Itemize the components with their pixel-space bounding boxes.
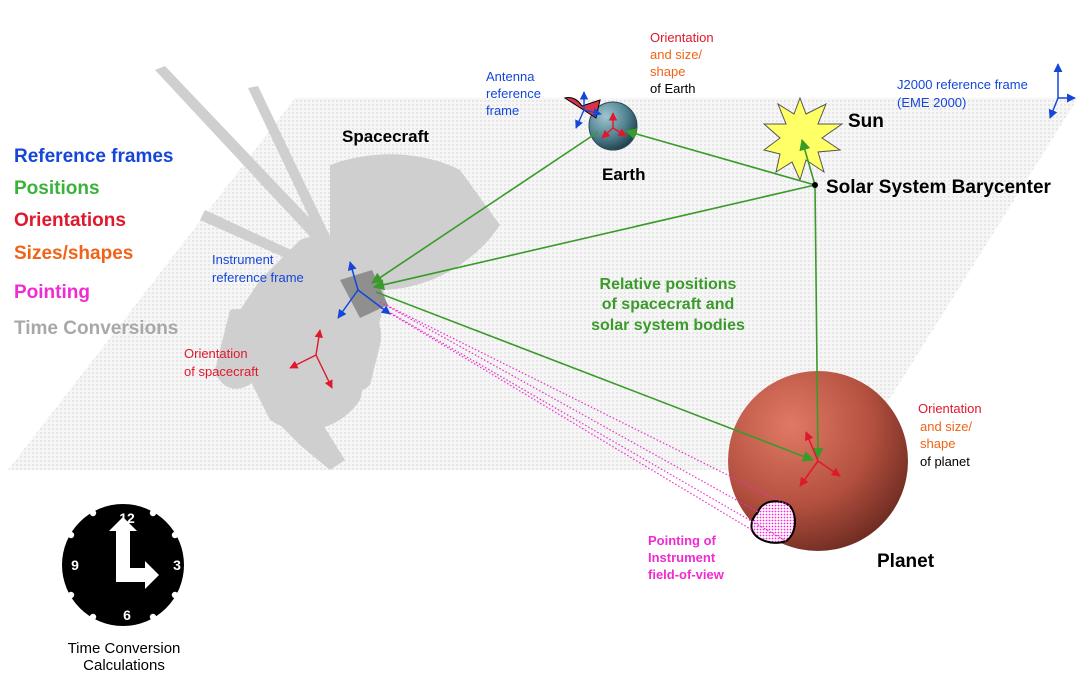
vec-spacecraft-planet	[375, 291, 815, 462]
svg-text:reference frame: reference frame	[212, 270, 304, 285]
position-vectors	[371, 128, 824, 462]
svg-text:Instrument: Instrument	[648, 550, 716, 565]
legend-sizes-shapes: Sizes/shapes	[14, 243, 133, 264]
vec-barycenter-planet	[812, 184, 824, 460]
time-caption: Time Conversion Calculations	[68, 640, 181, 674]
pointing-lines	[377, 301, 791, 542]
svg-text:shape: shape	[650, 64, 685, 79]
svg-text:of spacecraft: of spacecraft	[184, 364, 259, 379]
legend-reference-frames: Reference frames	[14, 146, 173, 167]
svg-text:and size/: and size/	[920, 419, 972, 434]
j2000-label: J2000 reference frame (EME 2000)	[897, 77, 1028, 110]
barycenter-point	[812, 182, 818, 188]
instrument-frame-label: Instrument reference frame	[212, 252, 304, 285]
spacecraft-silhouette	[155, 66, 500, 470]
antenna-frame-axes	[575, 91, 602, 129]
svg-text:of spacecraft and: of spacecraft and	[602, 296, 734, 313]
svg-text:Orientation: Orientation	[918, 401, 982, 416]
legend: Reference frames Positions Orientations …	[14, 146, 178, 339]
svg-text:Antenna: Antenna	[486, 69, 535, 84]
earth-orientation-axes	[601, 112, 627, 139]
legend-time-conversions: Time Conversions	[14, 318, 178, 339]
svg-text:Instrument: Instrument	[212, 252, 274, 267]
svg-text:solar system bodies: solar system bodies	[591, 317, 745, 334]
svg-text:3: 3	[173, 557, 181, 573]
planet-orientation-label: Orientation and size/ shape of planet	[918, 401, 982, 469]
legend-orientations: Orientations	[14, 210, 126, 231]
clock-icon: 12 3 6 9	[62, 504, 184, 626]
spacecraft-label: Spacecraft	[342, 127, 429, 146]
svg-text:Orientation: Orientation	[650, 30, 714, 45]
earth-label: Earth	[602, 165, 645, 184]
svg-text:9: 9	[71, 557, 79, 573]
earth-orientation-label: Orientation and size/ shape of Earth	[650, 30, 714, 96]
svg-text:frame: frame	[486, 103, 519, 118]
svg-text:Calculations: Calculations	[83, 657, 165, 674]
svg-text:of planet: of planet	[920, 454, 970, 469]
spacecraft-orientation-label: Orientation of spacecraft	[184, 346, 259, 379]
planet-orientation-axes	[799, 431, 841, 487]
legend-pointing: Pointing	[14, 282, 90, 303]
vec-barycenter-spacecraft	[372, 184, 816, 291]
antenna-frame-label: Antenna reference frame	[486, 69, 541, 118]
svg-text:shape: shape	[920, 436, 955, 451]
svg-text:Pointing of: Pointing of	[648, 533, 717, 548]
barycenter-label: Solar System Barycenter	[826, 177, 1052, 198]
svg-text:reference: reference	[486, 86, 541, 101]
sun-label: Sun	[848, 111, 884, 132]
vec-barycenter-earth	[624, 128, 816, 186]
spacecraft-orientation-axes	[289, 329, 333, 389]
svg-text:6: 6	[123, 607, 131, 623]
vec-earth-spacecraft	[371, 131, 599, 284]
svg-text:of Earth: of Earth	[650, 81, 696, 96]
svg-text:Time Conversion: Time Conversion	[68, 640, 181, 657]
svg-text:Orientation: Orientation	[184, 346, 248, 361]
pointing-label: Pointing of Instrument field-of-view	[648, 533, 725, 582]
legend-positions: Positions	[14, 178, 100, 199]
j2000-frame-axes	[1048, 63, 1076, 119]
svg-text:J2000 reference frame: J2000 reference frame	[897, 77, 1028, 92]
svg-text:(EME 2000): (EME 2000)	[897, 95, 966, 110]
vec-barycenter-sun	[799, 138, 816, 186]
svg-text:field-of-view: field-of-view	[648, 567, 725, 582]
svg-text:and size/: and size/	[650, 47, 702, 62]
planet-label: Planet	[877, 551, 935, 572]
instrument-frame-axes	[337, 261, 391, 319]
svg-text:Relative positions: Relative positions	[600, 276, 737, 293]
relative-positions-label: Relative positions of spacecraft and sol…	[591, 276, 745, 334]
antenna-dish	[563, 97, 601, 119]
